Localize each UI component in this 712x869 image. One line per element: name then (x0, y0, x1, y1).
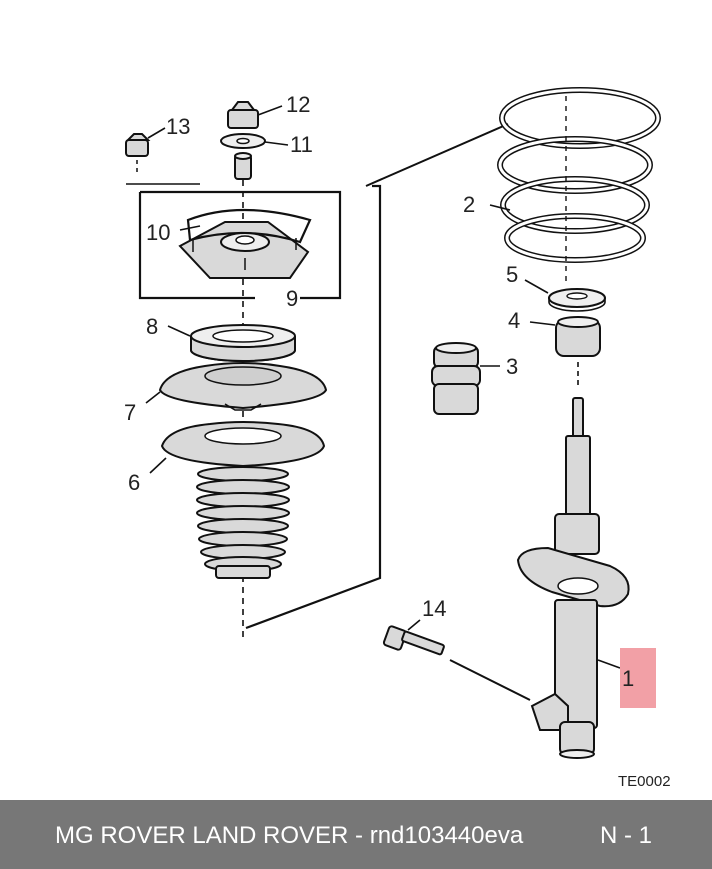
callout-2: 2 (463, 192, 475, 217)
bracket-9 (140, 190, 342, 300)
callout-5: 5 (506, 262, 518, 287)
boot-6 (160, 421, 326, 579)
callout-14: 14 (422, 596, 446, 621)
washer-11 (220, 133, 266, 149)
callout-7: 7 (124, 400, 136, 425)
bolt-14 (382, 625, 445, 656)
callout-12: 12 (286, 92, 310, 117)
upper-spring-seat-7 (158, 362, 328, 411)
callout-10: 10 (146, 220, 170, 245)
buffer-3 (431, 342, 481, 415)
callout-highlight (620, 648, 656, 708)
callout-6: 6 (128, 470, 140, 495)
bearing-8 (190, 324, 296, 362)
callout-1: 1 (622, 666, 634, 691)
footer-bar: MG ROVER LAND ROVER - rnd103440eva N - 1 (0, 800, 712, 869)
callout-9: 9 (286, 286, 298, 311)
strut-1 (516, 397, 630, 759)
nut-12 (227, 101, 259, 129)
exploded-parts-diagram: 1 2 3 4 5 6 7 8 9 10 11 12 13 14 TE0002 (124, 87, 671, 790)
nut-13 (125, 133, 151, 172)
callout-4: 4 (508, 308, 520, 333)
footer-title: MG ROVER LAND ROVER - rnd103440eva (55, 822, 524, 849)
callout-11: 11 (290, 132, 313, 157)
diagram-code: TE0002 (618, 773, 671, 790)
spacer-sleeve (234, 152, 252, 180)
coil-spring-2 (497, 87, 661, 263)
callout-13: 13 (166, 114, 190, 139)
callout-3: 3 (506, 354, 518, 379)
assembly-bracket (245, 184, 382, 630)
footer-page: N - 1 (600, 822, 653, 849)
bump-stop-4 (555, 316, 601, 357)
callout-8: 8 (146, 314, 158, 339)
washer-5 (548, 288, 606, 312)
top-mount-10 (178, 208, 312, 279)
